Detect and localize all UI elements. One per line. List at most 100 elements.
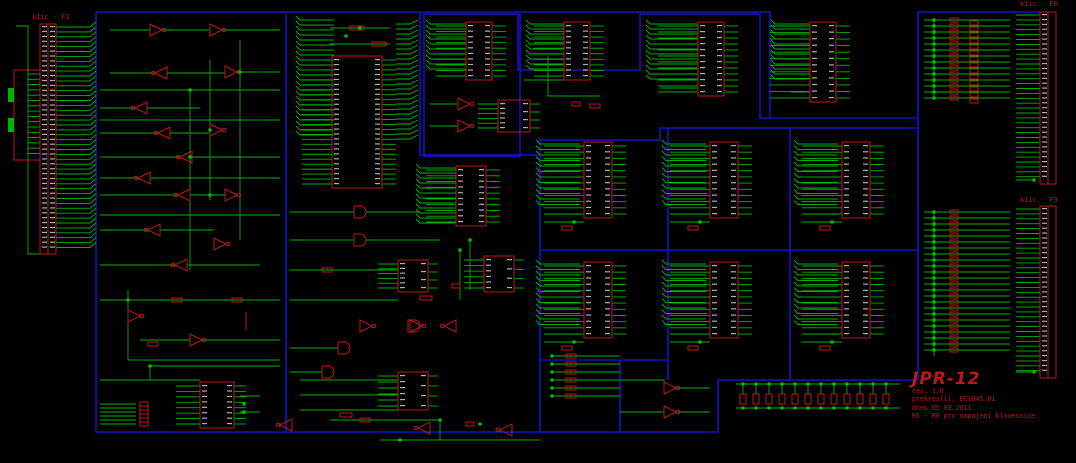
wire — [661, 265, 706, 270]
wire — [793, 303, 838, 309]
resistor — [969, 32, 979, 38]
pin-label — [50, 89, 55, 91]
pin-label — [50, 84, 55, 86]
resistor — [565, 377, 577, 383]
wire — [80, 80, 97, 87]
wire — [645, 34, 698, 40]
pin-label — [605, 157, 610, 159]
pin-label — [1042, 291, 1047, 293]
connector-f3-label: k1ic - F3 — [1020, 196, 1058, 204]
pin-label — [583, 30, 588, 32]
resistor — [949, 311, 959, 317]
resistor — [869, 393, 877, 405]
pin-label — [586, 283, 591, 285]
pin-label — [605, 213, 610, 215]
pin-label — [485, 36, 490, 38]
junction-dot — [806, 382, 810, 386]
wire — [80, 188, 97, 195]
junction-dot — [845, 382, 849, 386]
junction-dot — [398, 438, 402, 442]
pin-label — [863, 194, 868, 196]
pin-label — [42, 50, 47, 52]
wire — [295, 90, 334, 96]
pin-label — [485, 47, 490, 49]
pin-label — [566, 47, 571, 49]
connector-f6-label: k1ic - F6 — [1020, 0, 1058, 8]
pin-label — [227, 423, 232, 425]
pin-label — [863, 169, 868, 171]
pin-label — [863, 289, 868, 291]
wire — [793, 156, 838, 161]
pin-label — [458, 192, 463, 194]
wire — [295, 125, 334, 131]
pin-label — [712, 333, 717, 335]
pin-label — [583, 58, 588, 60]
wire — [295, 40, 334, 46]
wire — [425, 24, 466, 30]
pin-label — [42, 55, 47, 57]
pin-label — [486, 259, 491, 261]
pin-label — [731, 326, 736, 329]
pin-label — [829, 97, 834, 99]
pin-label — [507, 268, 512, 270]
pin-label — [1042, 276, 1047, 278]
junction-dot — [932, 42, 936, 46]
gate-symbol — [663, 381, 678, 395]
ic-chip — [709, 261, 739, 339]
pin-label — [50, 241, 55, 243]
pin-label — [400, 393, 405, 395]
pin-label — [586, 277, 591, 279]
wire — [396, 19, 419, 25]
pin-label — [863, 277, 868, 279]
pin-label — [1042, 33, 1047, 35]
resistor — [752, 393, 760, 405]
resistor — [804, 393, 812, 405]
pin-label — [717, 91, 722, 93]
pin-label — [586, 175, 591, 178]
pin-label — [844, 151, 849, 153]
pin-label — [400, 263, 405, 265]
pin-label — [712, 194, 717, 196]
pin-label — [863, 145, 868, 147]
wire — [415, 188, 456, 194]
resistor — [819, 225, 831, 231]
wire — [80, 202, 97, 209]
resistor — [371, 41, 387, 47]
wire — [525, 39, 564, 45]
resistor — [949, 269, 959, 275]
pin-label — [486, 264, 491, 266]
pin-label — [375, 123, 380, 125]
resistor — [565, 369, 577, 375]
ic-chip — [455, 165, 487, 227]
resistor — [791, 393, 799, 405]
pin-label — [605, 163, 610, 165]
pin-label — [202, 417, 207, 419]
wire — [793, 276, 838, 281]
resistor — [171, 297, 183, 303]
pin-label — [1042, 340, 1047, 342]
pin-label — [1042, 227, 1047, 229]
pin-label — [1042, 261, 1047, 264]
pin-label — [566, 41, 571, 43]
pin-label — [583, 52, 588, 54]
pin-label — [42, 60, 47, 62]
wire — [535, 156, 580, 161]
wire — [80, 212, 97, 219]
gate-bubble — [221, 127, 227, 133]
pin-label — [700, 61, 705, 63]
pin-label — [1042, 242, 1047, 244]
pin-label — [863, 206, 868, 209]
wire — [80, 95, 97, 101]
pin-label — [421, 271, 426, 273]
pin-label — [334, 168, 339, 170]
note-text: R6 - R8 pro napajeni klavesnice — [912, 412, 1036, 421]
wire — [80, 55, 97, 62]
and-gate — [353, 205, 367, 219]
pin-label — [1042, 369, 1047, 371]
resistor — [969, 50, 979, 56]
pin-label — [812, 83, 817, 86]
junction-dot — [932, 318, 936, 322]
resistor — [949, 89, 959, 95]
gate-symbol — [153, 66, 168, 80]
wire — [80, 85, 97, 92]
